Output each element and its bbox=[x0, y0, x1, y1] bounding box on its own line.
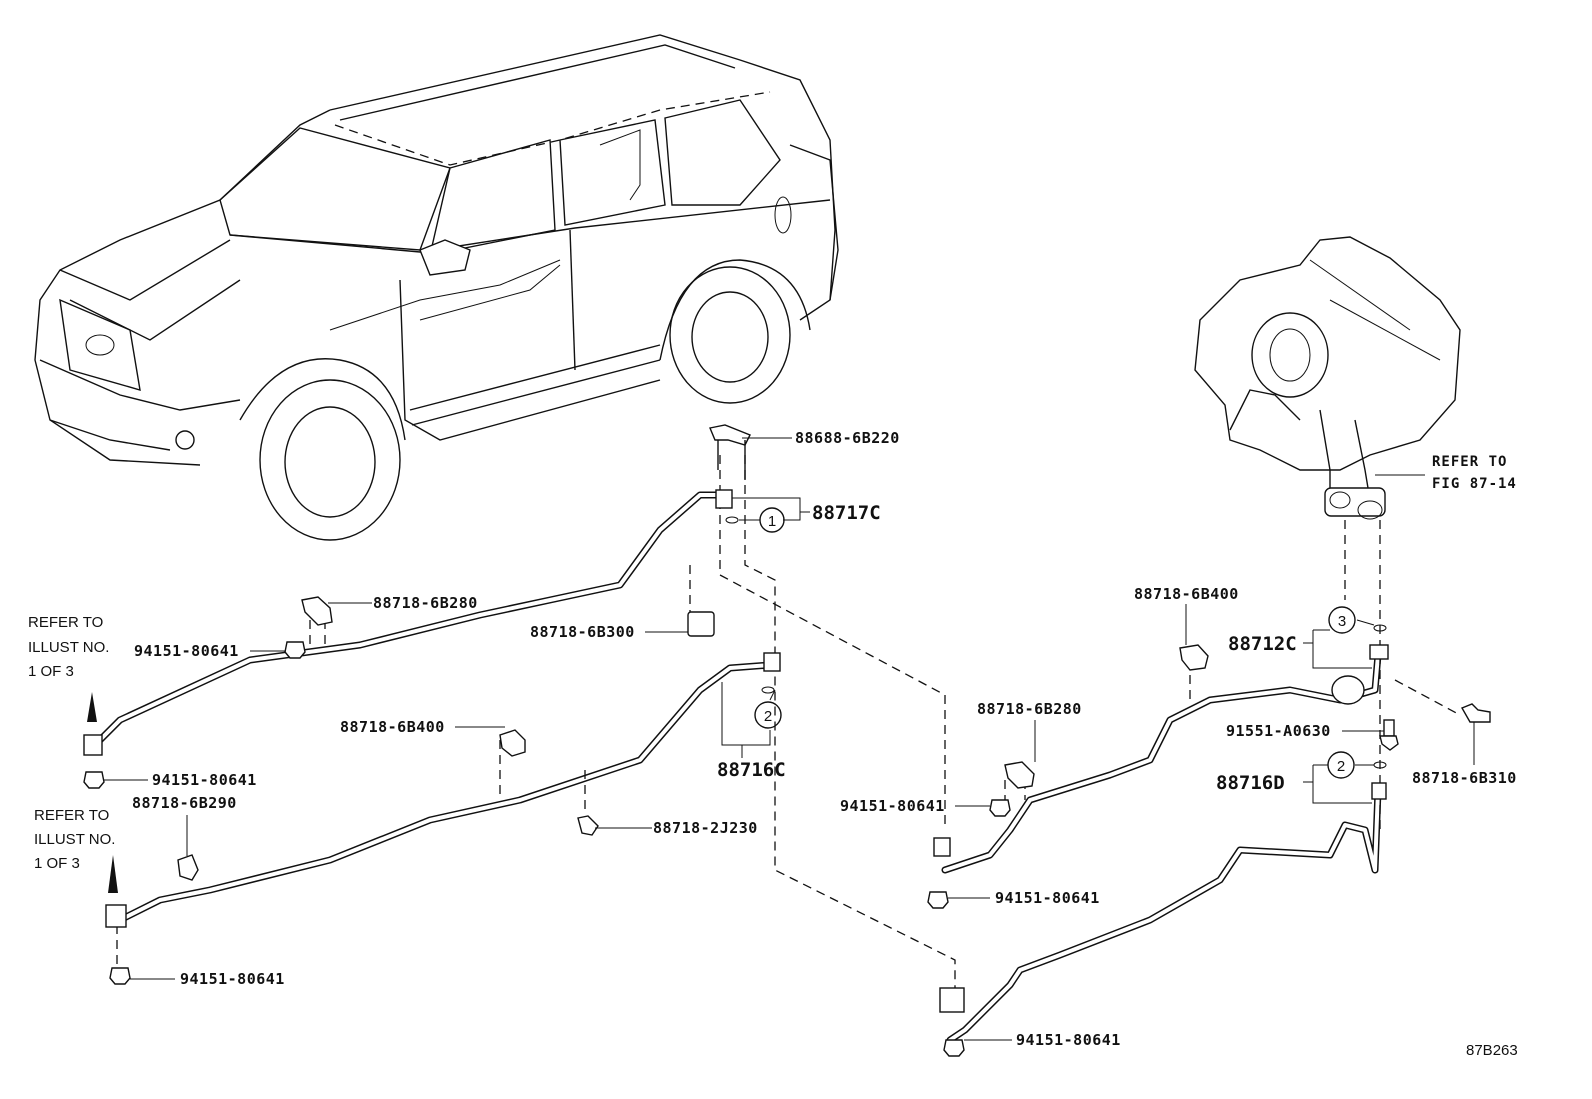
group-label-88717C[interactable]: 88717C bbox=[812, 502, 881, 524]
pipe-88717C bbox=[91, 491, 726, 749]
circle-ref-3: 3 bbox=[1328, 606, 1356, 634]
part-label-88718-6B400-left[interactable]: 88718-6B400 bbox=[340, 718, 445, 736]
circle-ref-1: 1 bbox=[759, 507, 785, 533]
circle-ref-2-left: 2 bbox=[754, 701, 782, 729]
svg-text:REFER TO: REFER TO bbox=[1432, 454, 1507, 470]
part-label-88718-6B310[interactable]: 88718-6B310 bbox=[1412, 769, 1517, 787]
pipe-88716D bbox=[946, 786, 1382, 1044]
pipe-88712C bbox=[941, 651, 1382, 874]
part-label-94151-80641-left-mid[interactable]: 94151-80641 bbox=[152, 771, 257, 789]
svg-text:1 OF 3: 1 OF 3 bbox=[28, 663, 74, 680]
svg-text:FIG 87-14: FIG 87-14 bbox=[1432, 476, 1517, 492]
refer-illust-note-top: REFER TO ILLUST NO. 1 OF 3 bbox=[28, 614, 109, 680]
part-shapes bbox=[83, 424, 1491, 1057]
svg-text:1 OF 3: 1 OF 3 bbox=[34, 855, 80, 872]
svg-text:ILLUST NO.: ILLUST NO. bbox=[28, 639, 109, 656]
svg-text:REFER TO: REFER TO bbox=[28, 614, 103, 631]
group-label-88712C[interactable]: 88712C bbox=[1228, 633, 1297, 655]
part-label-88718-6B280-right[interactable]: 88718-6B280 bbox=[977, 700, 1082, 718]
part-label-94151-80641-bottom[interactable]: 94151-80641 bbox=[1016, 1031, 1121, 1049]
part-label-94151-80641-left-top[interactable]: 94151-80641 bbox=[134, 642, 239, 660]
part-label-88718-6B400-right[interactable]: 88718-6B400 bbox=[1134, 585, 1239, 603]
refer-fig-note: REFER TO FIG 87-14 bbox=[1432, 454, 1517, 492]
alignment-lines bbox=[116, 455, 1461, 990]
pipe-88716C bbox=[116, 661, 774, 924]
group-label-88716D[interactable]: 88716D bbox=[1216, 772, 1285, 794]
part-label-94151-80641-right-low[interactable]: 94151-80641 bbox=[995, 889, 1100, 907]
leader-lines bbox=[104, 437, 1475, 1041]
svg-text:3: 3 bbox=[1338, 613, 1346, 630]
svg-text:2: 2 bbox=[1337, 758, 1345, 775]
hvac-unit-illustration bbox=[1194, 236, 1461, 520]
svg-text:2: 2 bbox=[764, 708, 772, 725]
part-label-88718-6B280-left[interactable]: 88718-6B280 bbox=[373, 594, 478, 612]
part-label-88718-6B300[interactable]: 88718-6B300 bbox=[530, 623, 635, 641]
svg-text:REFER TO: REFER TO bbox=[34, 807, 109, 824]
circle-ref-2-right: 2 bbox=[1327, 751, 1355, 779]
refer-illust-note-bottom: REFER TO ILLUST NO. 1 OF 3 bbox=[34, 807, 115, 872]
vehicle-illustration bbox=[34, 34, 839, 541]
figure-code: 87B263 bbox=[1466, 1042, 1518, 1059]
svg-text:ILLUST NO.: ILLUST NO. bbox=[34, 831, 115, 848]
part-label-88718-6B290[interactable]: 88718-6B290 bbox=[132, 794, 237, 812]
part-label-94151-80641-right-mid[interactable]: 94151-80641 bbox=[840, 797, 945, 815]
part-label-88688-6B220[interactable]: 88688-6B220 bbox=[795, 429, 900, 447]
part-label-88718-2J230[interactable]: 88718-2J230 bbox=[653, 819, 758, 837]
part-label-91551-A0630[interactable]: 91551-A0630 bbox=[1226, 722, 1331, 740]
group-label-88716C[interactable]: 88716C bbox=[717, 759, 786, 781]
svg-text:1: 1 bbox=[768, 513, 776, 530]
part-label-94151-80641-left-bottom[interactable]: 94151-80641 bbox=[180, 970, 285, 988]
